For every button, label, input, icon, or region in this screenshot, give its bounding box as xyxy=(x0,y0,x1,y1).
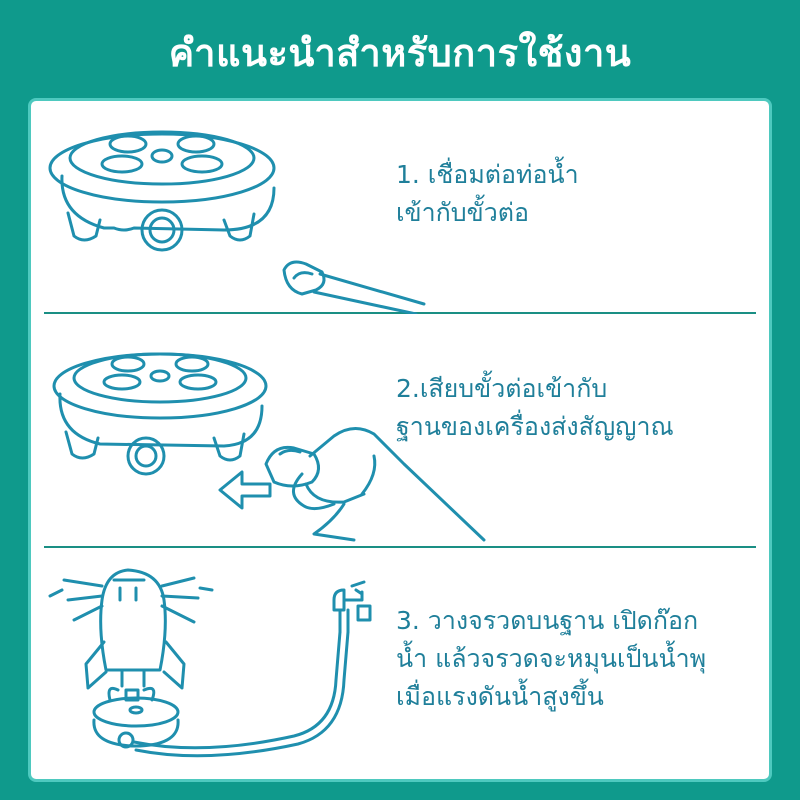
divider-1 xyxy=(44,312,756,314)
step-3-line-3: เมื่อแรงดันน้ำสูงขึ้น xyxy=(396,682,604,711)
hand-plug-illustration xyxy=(52,352,486,542)
base-and-hose-illustration xyxy=(48,130,426,314)
step-1-line-1: 1. เชื่อมต่อท่อน้ำ xyxy=(396,160,579,189)
step-1-line-2: เข้ากับขั้วต่อ xyxy=(396,198,530,227)
step-3-text: 3. วางจรวดบนฐาน เปิดก๊อก น้ำ แล้วจรวดจะห… xyxy=(396,602,706,716)
step-2-line-1: 2.เสียบขั้วต่อเข้ากับ xyxy=(396,374,608,403)
step-3-line-1: 3. วางจรวดบนฐาน เปิดก๊อก xyxy=(396,606,699,635)
step-3-line-2: น้ำ แล้วจรวดจะหมุนเป็นน้ำพุ xyxy=(396,644,707,673)
page-title: คำแนะนำสำหรับการใช้งาน xyxy=(168,31,632,75)
rocket-fountain-illustration xyxy=(48,568,372,758)
step-2-text: 2.เสียบขั้วต่อเข้ากับ ฐานของเครื่องส่งสั… xyxy=(396,370,674,446)
step-2-line-2: ฐานของเครื่องส่งสัญญาณ xyxy=(396,412,674,441)
step-1-text: 1. เชื่อมต่อท่อน้ำ เข้ากับขั้วต่อ xyxy=(396,156,579,232)
divider-2 xyxy=(44,546,756,548)
